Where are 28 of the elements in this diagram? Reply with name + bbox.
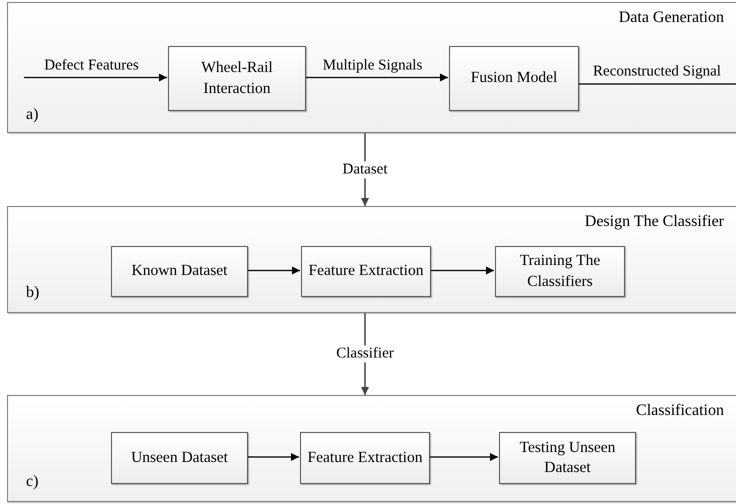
panel-tag: c) bbox=[26, 473, 38, 491]
process-box: Feature Extraction bbox=[300, 432, 430, 484]
edge-label: Defect Features bbox=[43, 57, 140, 74]
panel-title: Data Generation bbox=[618, 9, 724, 27]
panel-title: Classification bbox=[636, 402, 724, 420]
arrow bbox=[430, 266, 494, 274]
process-box: Known Dataset bbox=[111, 246, 248, 297]
arrow bbox=[247, 266, 300, 274]
arrow bbox=[24, 74, 167, 82]
process-box: Training The Classifiers bbox=[495, 246, 625, 297]
panel-tag: a) bbox=[26, 106, 38, 124]
edge-label: Classifier bbox=[334, 346, 396, 362]
edge-label: Multiple Signals bbox=[322, 57, 424, 74]
panel-title: Design The Classifier bbox=[584, 213, 724, 231]
stage-panel bbox=[7, 2, 736, 133]
process-box: Unseen Dataset bbox=[111, 432, 248, 484]
edge-label: Dataset bbox=[340, 161, 390, 178]
process-box: Testing Unseen Dataset bbox=[499, 432, 636, 484]
process-box: Wheel-Rail Interaction bbox=[168, 46, 306, 111]
edge-label: Reconstructed Signal bbox=[592, 64, 722, 80]
stage-panel bbox=[7, 206, 736, 313]
stage-panel bbox=[7, 395, 736, 502]
process-box: Feature Extraction bbox=[301, 246, 431, 297]
arrow bbox=[247, 453, 299, 461]
arrow bbox=[305, 74, 448, 82]
arrow bbox=[429, 453, 498, 461]
process-box: Fusion Model bbox=[449, 46, 579, 111]
panel-tag: b) bbox=[26, 284, 40, 302]
